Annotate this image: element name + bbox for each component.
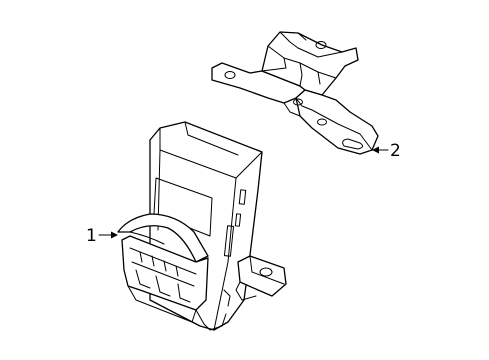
arrowhead-2 [372, 146, 379, 154]
callout-label-2: 2 [390, 141, 401, 161]
arrowhead-1 [111, 231, 118, 239]
mounting-bracket [211, 31, 379, 155]
control-module [117, 121, 287, 331]
callout-1: 1 [86, 226, 118, 246]
callout-2: 2 [372, 141, 401, 161]
callout-label-1: 1 [86, 226, 97, 246]
